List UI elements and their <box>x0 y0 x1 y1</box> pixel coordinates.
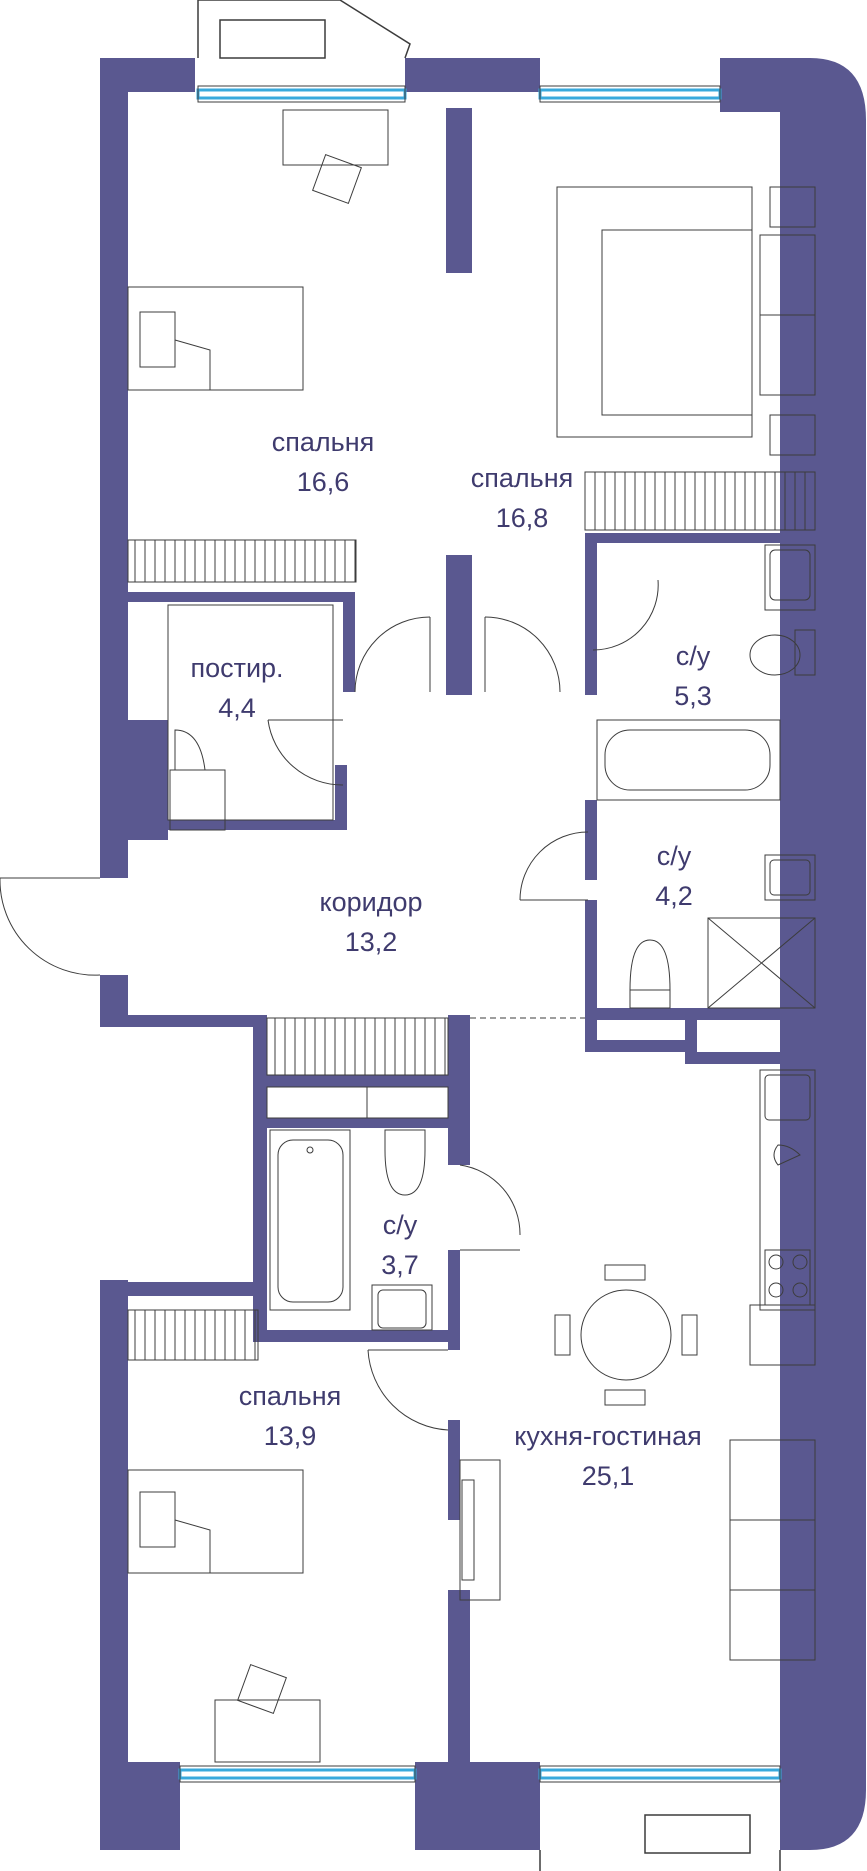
doors <box>0 579 659 1431</box>
room-name: спальня <box>238 1381 342 1411</box>
room-name: кухня-гостиная <box>514 1421 702 1451</box>
windows <box>178 88 782 1780</box>
room-label-bathroom-3: с/у 3,7 <box>381 1205 419 1285</box>
room-name: коридор <box>319 887 423 917</box>
room-label-kitchen-living: кухня-гостиная 25,1 <box>514 1416 701 1496</box>
room-area: 4,4 <box>218 693 256 723</box>
room-name: с/у <box>382 1210 418 1240</box>
room-label-corridor: коридор 13,2 <box>319 882 422 962</box>
room-label-bathroom-2: с/у 4,2 <box>655 836 693 916</box>
room-area: 4,2 <box>655 881 693 911</box>
window-frames <box>179 85 781 1783</box>
room-area: 13,9 <box>263 1421 317 1451</box>
exterior-walls <box>100 58 866 1850</box>
room-name: спальня <box>271 427 375 457</box>
room-label-bathroom-1: с/у 5,3 <box>674 636 712 716</box>
room-area: 16,6 <box>296 467 350 497</box>
balconies <box>197 0 781 1871</box>
room-area: 13,2 <box>344 927 398 957</box>
room-label-storage: постир. 4,4 <box>190 648 283 728</box>
room-name: постир. <box>190 653 284 683</box>
room-name: с/у <box>675 641 711 671</box>
room-area: 5,3 <box>674 681 712 711</box>
room-area: 25,1 <box>581 1461 635 1491</box>
room-label-bedroom-3: спальня 13,9 <box>239 1376 342 1456</box>
room-name: спальня <box>470 463 574 493</box>
room-label-bedroom-1: спальня 16,6 <box>272 422 375 502</box>
furniture <box>127 109 816 1763</box>
room-area: 16,8 <box>495 503 549 533</box>
room-label-bedroom-2: спальня 16,8 <box>471 458 574 538</box>
room-name: с/у <box>656 841 692 871</box>
room-area: 3,7 <box>381 1250 419 1280</box>
